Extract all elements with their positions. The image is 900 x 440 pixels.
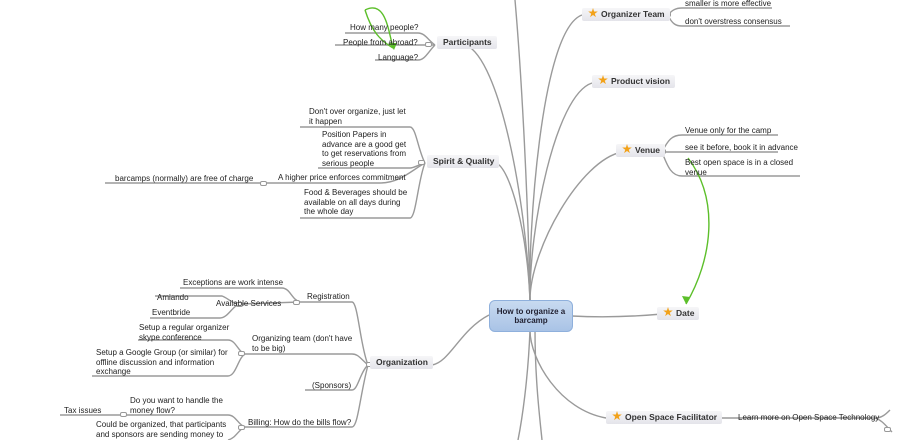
fold-toggle[interactable] xyxy=(238,425,245,430)
topic-item[interactable]: Do you want to handle the money flow? xyxy=(130,396,223,415)
topic-item[interactable]: (Sponsors) xyxy=(312,381,352,390)
topic-item[interactable]: Could be organized, that participants an… xyxy=(96,420,227,439)
fold-toggle[interactable] xyxy=(418,160,425,165)
fold-toggle[interactable] xyxy=(260,181,267,186)
topic-item[interactable]: Setup a Google Group (or similar) for of… xyxy=(96,348,228,376)
fold-toggle[interactable] xyxy=(238,351,245,356)
central-topic[interactable]: How to organize a barcamp xyxy=(489,300,573,332)
topic-item[interactable]: Tax issues xyxy=(64,406,102,415)
topic-item[interactable]: Exceptions are work intense xyxy=(183,278,284,287)
topic-item[interactable]: Setup a regular organizer skype conferen… xyxy=(139,323,230,342)
topic-item[interactable]: Don't over organize, just let it happen xyxy=(309,107,406,126)
star-icon xyxy=(622,144,632,154)
topic-item[interactable]: smaller is more effective xyxy=(685,0,772,8)
topic-item[interactable]: Amiando xyxy=(157,293,189,302)
topic-item[interactable]: A higher price enforces commitment xyxy=(278,173,406,182)
branch-open-space-facilitator[interactable]: Open Space Facilitator xyxy=(606,411,723,424)
fold-toggle[interactable] xyxy=(236,302,243,307)
topic-item[interactable]: Available Services xyxy=(216,299,282,308)
topic-item[interactable]: barcamps (normally) are free of charge xyxy=(115,174,254,183)
branch-product-vision[interactable]: Product vision xyxy=(592,75,676,88)
fold-toggle[interactable] xyxy=(293,300,300,305)
branch-date[interactable]: Date xyxy=(657,307,700,320)
topic-item[interactable]: Venue only for the camp xyxy=(685,126,772,135)
star-icon xyxy=(598,75,608,85)
fold-toggle[interactable] xyxy=(884,427,891,432)
topic-item[interactable]: Food & Beverages should be available on … xyxy=(304,188,408,216)
topic-item[interactable]: Eventbride xyxy=(152,308,191,317)
star-icon xyxy=(663,307,673,317)
topic-item[interactable]: Billing: How do the bills flow? xyxy=(248,418,352,427)
branch-spirit-quality[interactable]: Spirit & Quality xyxy=(427,155,500,168)
branch-participants[interactable]: Participants xyxy=(437,36,497,49)
branch-organizer-team[interactable]: Organizer Team xyxy=(582,8,670,21)
topic-item[interactable]: People from abroad? xyxy=(343,38,418,47)
topic-item[interactable]: see it before, book it in advance xyxy=(685,143,798,152)
star-icon xyxy=(588,8,598,18)
branch-venue[interactable]: Venue xyxy=(616,144,666,157)
topic-item[interactable]: Best open space is in a closed venue xyxy=(685,158,794,177)
topic-item[interactable]: Organizing team (don't have to be big) xyxy=(252,334,353,353)
branch-organization[interactable]: Organization xyxy=(370,356,433,369)
star-icon xyxy=(612,411,622,421)
topic-item[interactable]: How many people? xyxy=(350,23,419,32)
topic-item[interactable]: Language? xyxy=(378,53,419,62)
topic-item[interactable]: don't overstress consensus xyxy=(685,17,782,26)
fold-toggle[interactable] xyxy=(120,412,127,417)
topic-item[interactable]: Learn more on Open Space Technology xyxy=(738,413,880,422)
fold-toggle[interactable] xyxy=(425,42,432,47)
topic-item[interactable]: Registration xyxy=(307,292,350,301)
topic-item[interactable]: Position Papers in advance are a good ge… xyxy=(322,130,407,168)
